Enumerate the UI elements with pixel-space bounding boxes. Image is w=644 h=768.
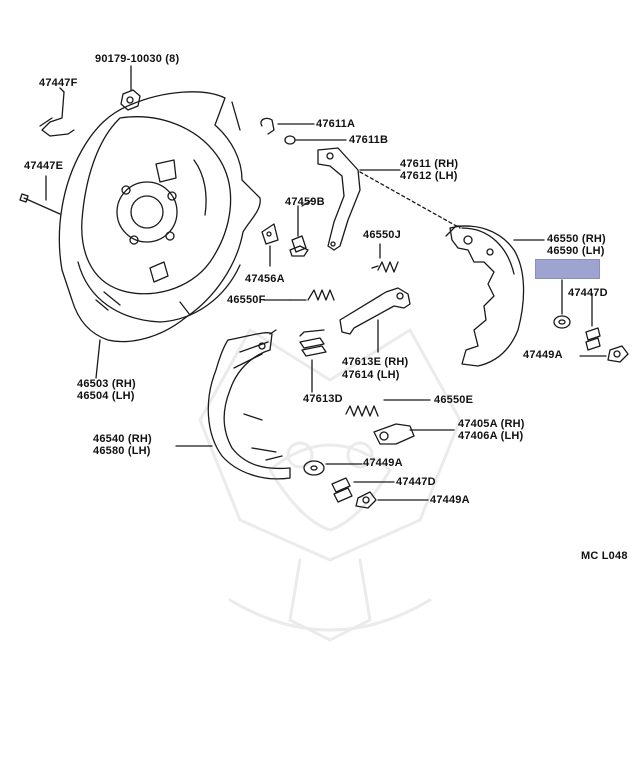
label-47449A-lower2: 47449A: [430, 494, 470, 506]
brake-shoe-46540: [175, 329, 291, 480]
label-46550F: 46550F: [227, 294, 266, 306]
diagram-code: MC L048: [581, 550, 628, 562]
label-46504: 46504 (LH): [77, 390, 135, 402]
label-47456A: 47456A: [245, 273, 285, 285]
backing-plate: [58, 91, 261, 343]
label-47447D-lower: 47447D: [396, 476, 436, 488]
label-47406A: 47406A (LH): [458, 430, 524, 442]
washer-upper: [553, 279, 571, 329]
label-47447D-right: 47447D: [568, 287, 608, 299]
spring-47447D-lower: [331, 477, 395, 503]
washer-47449A-lower2: [355, 491, 429, 509]
highlighted-part-box: [535, 259, 600, 279]
spring-46550F: [289, 289, 335, 301]
washer-47611B: [284, 135, 347, 145]
label-47611: 47611 (RH): [400, 158, 459, 170]
washer-47449A-lower1: [303, 460, 363, 476]
brake-shoe-46550: [445, 225, 545, 367]
spring-46550E: [345, 399, 431, 417]
label-47611B: 47611B: [349, 134, 389, 146]
clip-47447F: [39, 87, 75, 137]
spring-47613D: [299, 329, 327, 393]
label-47447F: 47447F: [39, 77, 78, 89]
label-90179: 90179-10030 (8): [95, 53, 180, 65]
leader-lines: [95, 299, 291, 379]
parking-lever-47611: [317, 147, 461, 251]
spring-46550J: [371, 243, 399, 273]
label-47611A: 47611A: [316, 118, 356, 130]
bolt-47459B: [289, 199, 313, 257]
spring-47447D-right: [585, 293, 601, 351]
label-47449A-right: 47449A: [523, 349, 563, 361]
label-47449A-lower1: 47449A: [363, 457, 403, 469]
label-46540: 46540 (RH): [93, 433, 152, 445]
label-47459B: 47459B: [285, 196, 325, 208]
label-47447E: 47447E: [24, 160, 64, 172]
label-47613E: 47613E (RH): [342, 356, 409, 368]
plate-47456A: [261, 223, 279, 267]
label-46550: 46550 (RH): [547, 233, 606, 245]
clip-47611A: [260, 117, 315, 135]
label-47612: 47612 (LH): [400, 170, 458, 182]
pin-47447E: [19, 175, 61, 215]
label-46503: 46503 (RH): [77, 378, 136, 390]
label-47614: 47614 (LH): [342, 369, 400, 381]
label-46550J: 46550J: [363, 229, 401, 241]
nut-90179: [120, 65, 141, 111]
label-46580: 46580 (LH): [93, 445, 151, 457]
washer-47449A-right: [579, 345, 629, 363]
label-46590: 46590 (LH): [547, 245, 605, 257]
label-47405A: 47405A (RH): [458, 418, 525, 430]
label-46550E: 46550E: [434, 394, 474, 406]
watermark-emblem: [198, 328, 462, 642]
adjuster-47405A: [373, 423, 455, 445]
strut-47613E: [339, 287, 411, 353]
label-47613D: 47613D: [303, 393, 343, 405]
